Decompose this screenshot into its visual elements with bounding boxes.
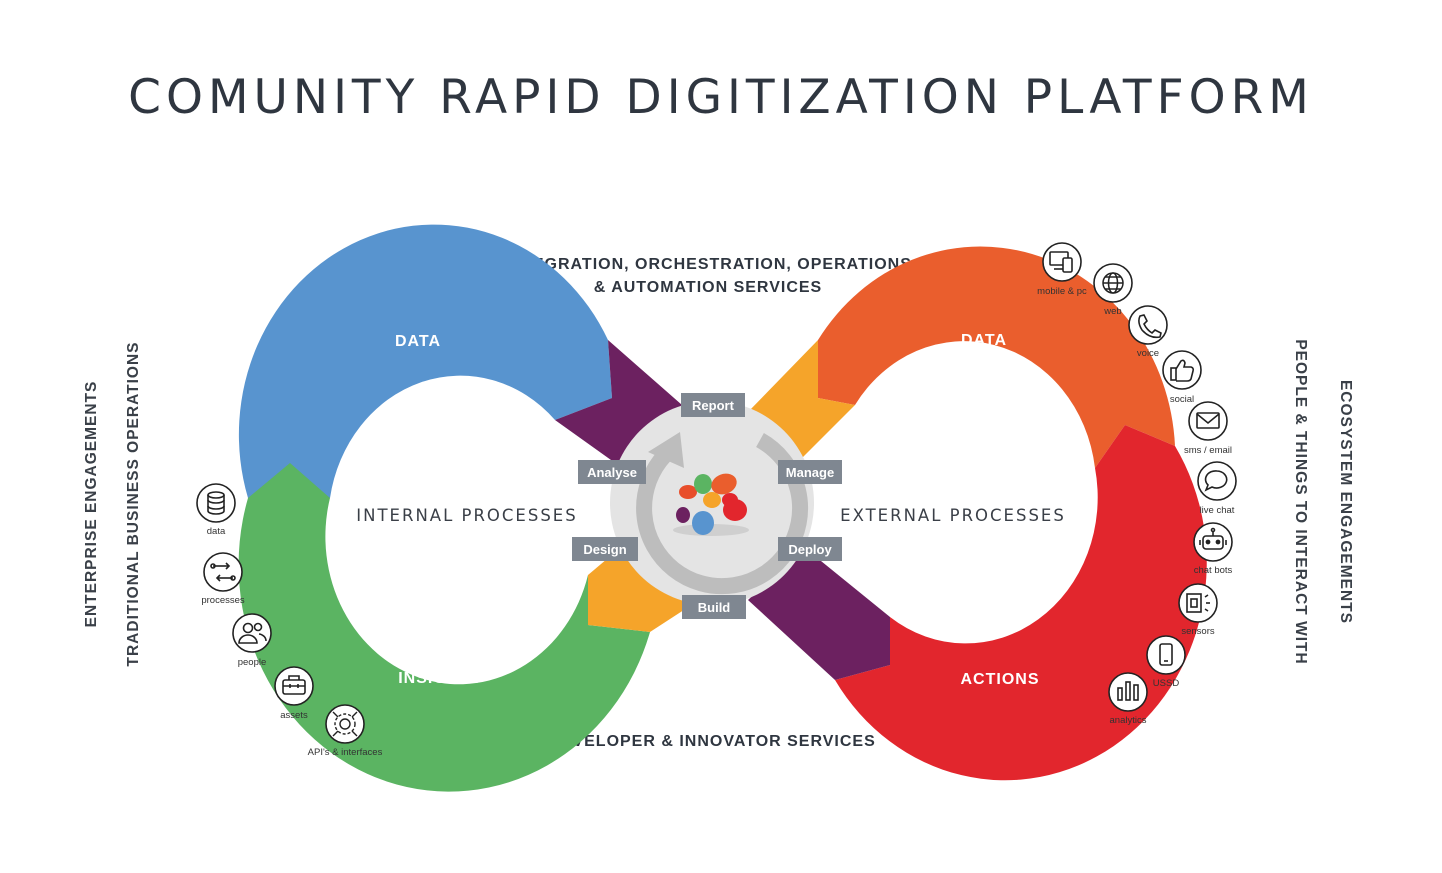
globe-icon [1102,272,1124,294]
left-icon-assets-label: assets [280,710,308,721]
left-icon-data: data [196,483,236,537]
right-icon-analytics-label: analytics [1110,715,1147,726]
page-title: COMUNITY RAPID DIGITIZATION PLATFORM [128,70,1314,125]
left-icon-processes: processes [201,552,245,606]
right-icon-chat-bots-label: chat bots [1194,565,1233,576]
sensor-icon [1186,593,1210,613]
right-icon-mobile-pc-label: mobile & pc [1037,286,1087,297]
devices-icon [1049,251,1073,273]
internal-data-label: DATA [395,333,441,350]
right-icon-sensors: sensors [1178,583,1218,637]
right-icon-live-chat-label: live chat [1200,505,1235,516]
bottom-services-label: DEVELOPER & INNOVATOR SERVICES [548,733,876,750]
left-icon-people-label: people [238,657,267,668]
step-analyse: Analyse [578,460,646,484]
right-icon-sms-email: sms / email [1184,401,1232,456]
right-icon-web: web [1093,263,1133,317]
top-services-line-1: INTEGRATION, ORCHESTRATION, OPERATIONS [504,256,912,273]
left-icon-people: people [232,613,272,668]
right-icon-social-label: social [1170,394,1194,405]
step-design: Design [572,537,638,561]
external-data-label: DATA [961,332,1007,349]
right-icon-voice: voice [1128,305,1168,359]
cycle-arrowhead-icon [648,432,684,468]
left-icon-processes-label: processes [201,595,245,606]
api-icon [332,711,358,737]
internal-orange-arrow [588,548,690,632]
right-icon-mobile-pc: mobile & pc [1037,242,1087,297]
internal-processes-label: INTERNAL PROCESSES [356,506,577,525]
left-icon-data-label: data [207,526,226,537]
right-icon-voice-label: voice [1137,348,1159,359]
internal-data-segment [238,224,613,499]
right-icon-ussd-label: USSD [1153,678,1180,689]
phone-icon [1138,314,1162,339]
cycle-arrow-icon [636,433,809,595]
step-build: Build [682,595,746,619]
step-report: Report [681,393,745,417]
step-manage-label: Manage [786,465,834,480]
briefcase-icon [282,675,306,695]
left-icon-assets: assets [274,666,314,721]
external-actions-label: ACTIONS [961,671,1040,688]
external-processes-label: EXTERNAL PROCESSES [840,506,1066,525]
step-deploy: Deploy [778,537,842,561]
top-services-label: INTEGRATION, ORCHESTRATION, OPERATIONS &… [458,253,958,299]
step-report-label: Report [692,398,735,413]
robot-icon [1199,527,1227,550]
right-icon-chat-bots: chat bots [1193,522,1233,576]
step-build-label: Build [698,600,731,615]
internal-insights-label: INSIGHTS [398,670,482,687]
top-services-line-2: & AUTOMATION SERVICES [593,279,823,296]
chat-bubble-icon [1204,470,1228,492]
step-analyse-label: Analyse [587,465,637,480]
center-hub [610,401,814,605]
bar-chart-icon [1117,681,1139,701]
right-icon-sms-email-label: sms / email [1184,445,1232,456]
step-deploy-label: Deploy [788,542,832,557]
external-actions-segment [835,425,1207,781]
right-icon-social: social [1162,350,1202,405]
thumbs-up-icon [1170,359,1195,382]
left-icon-apis: API's & interfaces [308,704,383,758]
right-icon-analytics: analytics [1108,672,1148,726]
external-data-segment [818,246,1175,468]
platform-logo-icon [673,473,749,536]
database-icon [207,491,225,515]
left-icon-apis-label: API's & interfaces [308,747,383,758]
mobile-icon [1159,643,1173,666]
step-manage: Manage [778,460,842,484]
step-design-label: Design [583,542,626,557]
people-icon [238,622,267,644]
right-icon-live-chat: live chat [1197,461,1237,516]
right-icon-ussd: USSD [1146,635,1186,689]
processes-icon [210,562,236,582]
right-icon-sensors-label: sensors [1181,626,1215,637]
external-purple-arrow [748,548,890,680]
right-icon-web-label: web [1103,306,1121,317]
envelope-icon [1196,412,1220,429]
